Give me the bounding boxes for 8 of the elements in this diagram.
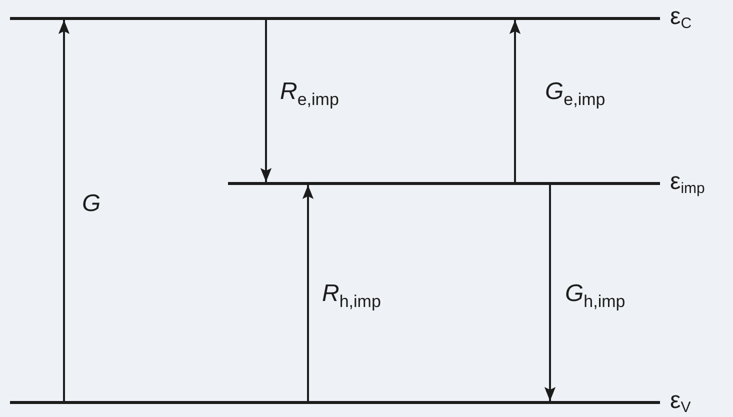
arrow — [260, 20, 272, 182]
arrow — [509, 20, 521, 182]
level-label: ε$_{imp}$ — [670, 168, 705, 199]
arrow — [544, 185, 556, 401]
level-label: ε$_{V}$ — [670, 387, 691, 417]
arrow — [302, 185, 314, 401]
arrow — [58, 20, 70, 401]
level-label: ε$_{C}$ — [670, 3, 692, 34]
